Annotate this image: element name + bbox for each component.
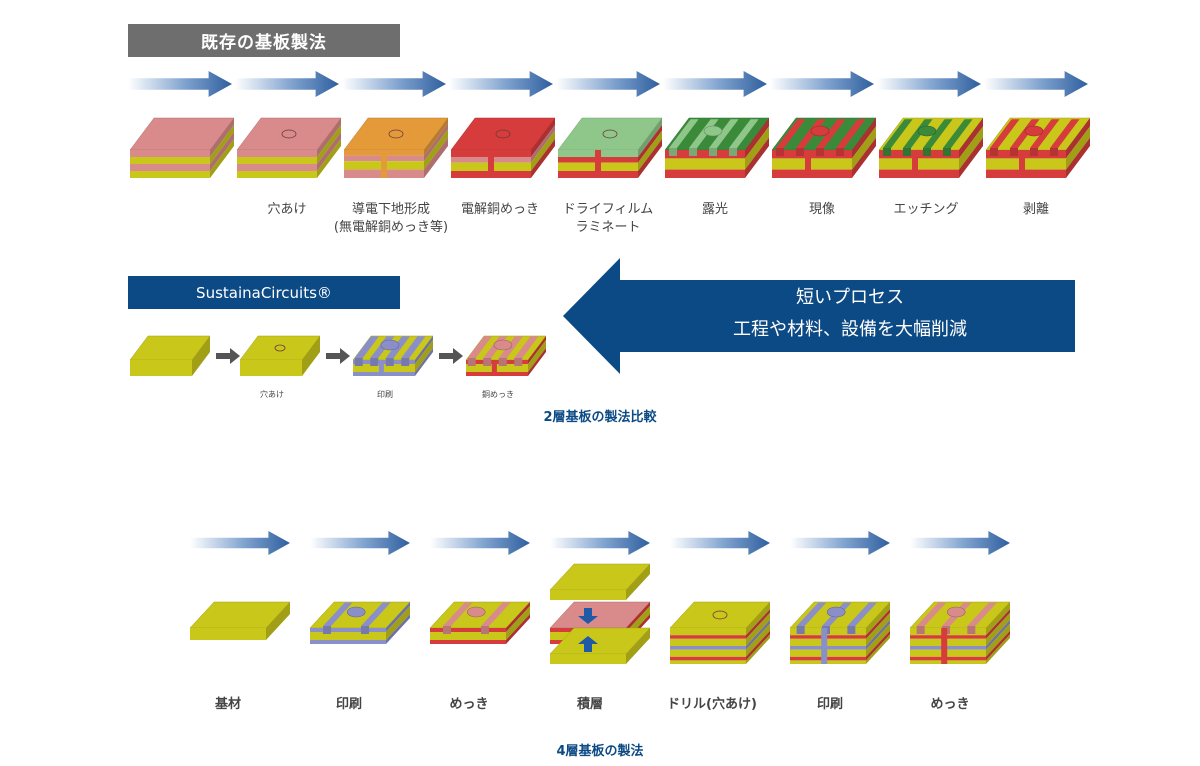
existing-step-board-7 — [878, 117, 984, 178]
existing-step-arrow-7 — [877, 71, 981, 97]
existing-step-board-2 — [343, 117, 449, 178]
four-layer-step-label-1: 印刷 — [335, 697, 362, 712]
existing-step-label-8: 剥離 — [1022, 202, 1049, 217]
four-layer-pattern-2 — [443, 602, 511, 634]
caption-2layer: 2層基板の製法比較 — [543, 410, 657, 425]
sustaina-process-boards — [129, 335, 547, 376]
existing-step-label-3: 電解銅めっき — [460, 202, 539, 217]
sustaina-step-board-1 — [239, 335, 321, 376]
four-layer-board-4 — [669, 601, 771, 664]
existing-step-arrow-3 — [449, 71, 553, 97]
existing-step-arrow-2 — [342, 71, 446, 97]
existing-step-board-1 — [236, 117, 342, 178]
short-process-callout-arrow — [563, 258, 1075, 374]
four-layer-board-0 — [189, 601, 291, 640]
callout-line-1: 短いプロセス — [796, 287, 904, 308]
sustaina-step-arrow-1 — [326, 348, 350, 364]
existing-exposed-pattern — [669, 119, 759, 156]
four-layer-board-5 — [789, 601, 891, 664]
sustaina-step-label-1: 穴あけ — [260, 390, 284, 399]
sustaina-step-board-2 — [352, 335, 434, 376]
existing-process-arrows — [128, 71, 1088, 97]
four-layer-step-label-5: 印刷 — [816, 697, 843, 712]
existing-step-arrow-4 — [556, 71, 660, 97]
existing-step-arrow-5 — [663, 71, 767, 97]
four-layer-drill-hole — [712, 610, 728, 620]
existing-step-label-7: エッチング — [893, 202, 959, 217]
existing-stripped-pattern — [990, 119, 1080, 156]
four-layer-step-arrow-4 — [670, 531, 770, 555]
laminate-bottom-sheet — [549, 627, 651, 664]
existing-step-label-2: 導電下地形成 (無電解銅めっき等) — [333, 202, 449, 235]
sustaina-step-label-2: 印刷 — [377, 390, 393, 399]
sustaina-step-board-3 — [465, 335, 547, 376]
four-layer-boards — [189, 563, 1011, 664]
sustaina-printed-pattern — [354, 336, 426, 366]
existing-step-label-5: 露光 — [701, 202, 728, 217]
four-layer-arrows — [190, 531, 1010, 555]
existing-step-label-6: 現像 — [808, 202, 835, 217]
four-layer-step-arrow-3 — [550, 531, 650, 555]
four-layer-step-label-6: めっき — [930, 697, 970, 712]
four-layer-step-label-2: めっき — [449, 697, 489, 712]
callout-text: 短いプロセス 工程や材料、設備を大幅削減 — [640, 282, 1060, 346]
four-layer-board-2 — [429, 601, 531, 644]
existing-step-hole-1 — [281, 129, 297, 139]
sustaina-step-arrow-0 — [216, 348, 240, 364]
existing-step-board-8 — [985, 117, 1091, 178]
existing-step-arrow-8 — [984, 71, 1088, 97]
callout-line-2: 工程や材料、設備を大幅削減 — [733, 319, 967, 340]
four-layer-pattern-1 — [323, 602, 391, 634]
existing-step-arrow-1 — [235, 71, 339, 97]
sustaina-plated-pattern — [467, 336, 539, 366]
existing-process-boards — [129, 117, 1091, 178]
existing-step-hole-2 — [388, 129, 404, 139]
existing-step-label-4: ドライフィルム ラミネート — [562, 202, 654, 235]
existing-process-banner: 既存の基板製法 — [128, 24, 400, 57]
four-layer-step-label-3: 積層 — [576, 697, 603, 712]
existing-step-board-6 — [771, 117, 877, 178]
existing-step-board-0 — [129, 117, 235, 178]
existing-step-hole-4 — [602, 129, 618, 139]
press-up-arrow — [578, 636, 598, 652]
existing-step-label-1: 穴あけ — [267, 202, 307, 217]
existing-step-hole-3 — [495, 129, 511, 139]
existing-step-board-4 — [557, 117, 663, 178]
four-layer-printed-pattern — [796, 602, 877, 634]
sustaina-banner: SustainaCircuits® — [128, 276, 400, 309]
existing-step-arrow-0 — [128, 71, 232, 97]
four-layer-step-label-0: 基材 — [214, 697, 241, 712]
caption-4layer: 4層基板の製法 — [556, 744, 644, 759]
sustaina-hole — [274, 344, 286, 352]
four-layer-board-1 — [309, 601, 411, 644]
existing-step-board-5 — [664, 117, 770, 178]
four-layer-step-arrow-5 — [790, 531, 890, 555]
four-layer-board-6 — [909, 601, 1011, 664]
existing-developed-pattern — [776, 119, 866, 156]
four-layer-plated-pattern — [916, 602, 997, 634]
four-layer-step-arrow-6 — [910, 531, 1010, 555]
sustaina-step-arrow-2 — [439, 348, 463, 364]
four-layer-board-3 — [549, 563, 651, 664]
sustaina-step-label-3: 銅めっき — [482, 390, 514, 399]
four-layer-step-arrow-2 — [430, 531, 530, 555]
four-layer-step-label-4: ドリル(穴あけ) — [667, 697, 757, 712]
four-layer-step-arrow-1 — [310, 531, 410, 555]
laminate-top-sheet — [549, 563, 651, 600]
four-layer-step-arrow-0 — [190, 531, 290, 555]
existing-etched-pattern — [883, 119, 973, 156]
existing-step-arrow-6 — [770, 71, 874, 97]
existing-step-board-3 — [450, 117, 556, 178]
sustaina-step-board-0 — [129, 335, 211, 376]
press-down-arrow — [578, 608, 598, 624]
